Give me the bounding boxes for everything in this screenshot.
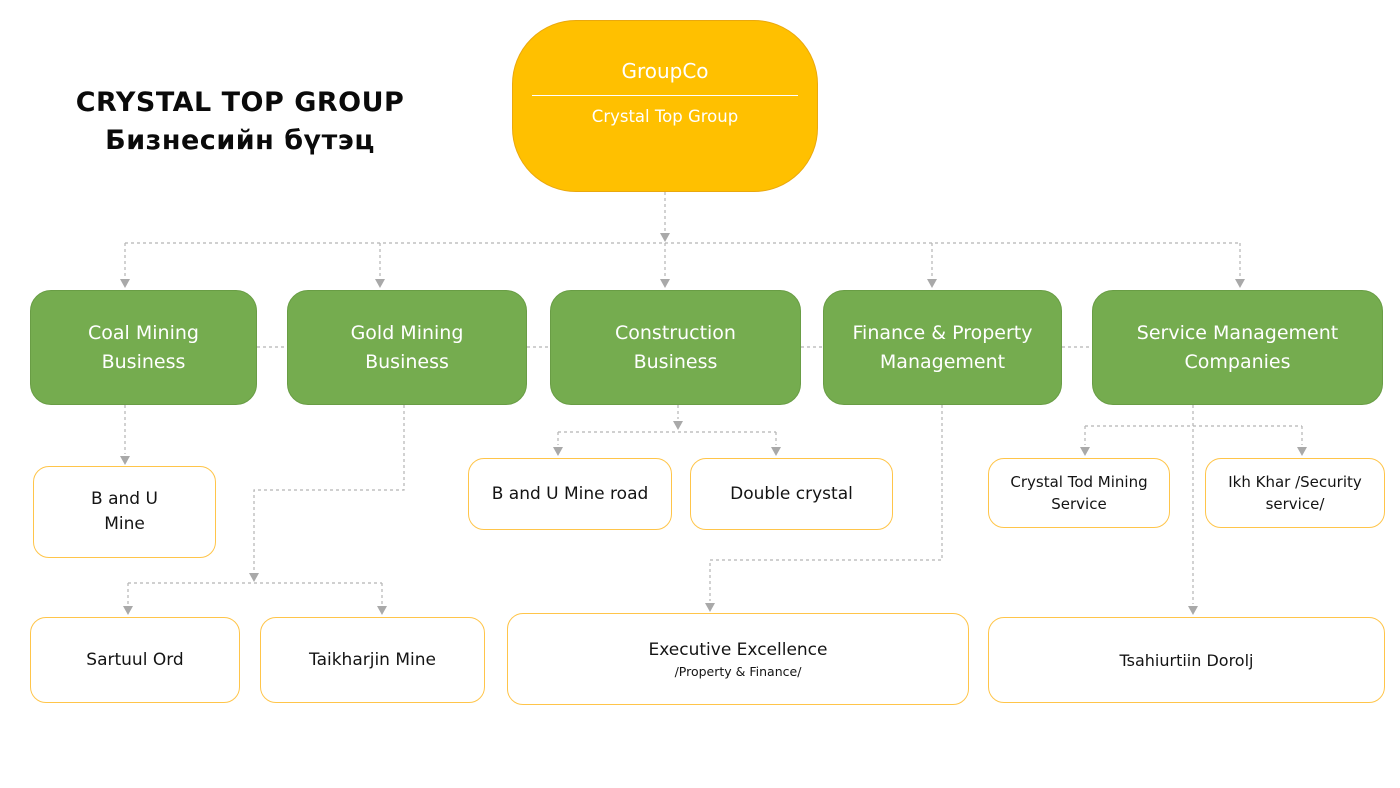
node-b-and-u-mine: B and U Mine — [33, 466, 216, 558]
node-taikharjin-mine: Taikharjin Mine — [260, 617, 485, 703]
coal-mining-label: Coal Mining Business — [88, 321, 199, 373]
groupco-divider-line — [532, 94, 798, 96]
node-coal-mining-business: Coal Mining Business — [30, 290, 257, 405]
connector-arrowheads — [120, 233, 1307, 615]
construction-label: Construction Business — [615, 321, 736, 373]
double-crystal-label: Double crystal — [730, 483, 853, 504]
groupco-sublabel: Crystal Top Group — [591, 106, 739, 126]
node-groupco: GroupCo Crystal Top Group — [512, 20, 818, 192]
chart-title: CRYSTAL TOP GROUP Бизнесийн бүтэц — [56, 84, 424, 160]
gold-mining-label: Gold Mining Business — [350, 321, 464, 373]
node-service-management-companies: Service Management Companies — [1092, 290, 1383, 405]
groupco-label: GroupCo — [621, 58, 709, 83]
taikharjin-mine-label: Taikharjin Mine — [309, 649, 436, 670]
executive-excellence-sublabel: /Property & Finance/ — [674, 664, 802, 679]
ikh-khar-label: Ikh Khar /Security service/ — [1228, 473, 1362, 513]
tsahiurtiin-dorolj-label: Tsahiurtiin Dorolj — [1119, 650, 1254, 670]
node-sartuul-ord: Sartuul Ord — [30, 617, 240, 703]
node-construction-business: Construction Business — [550, 290, 801, 405]
service-management-label: Service Management Companies — [1136, 321, 1339, 373]
chart-title-line1: CRYSTAL TOP GROUP — [75, 87, 405, 118]
node-double-crystal: Double crystal — [690, 458, 893, 530]
crystal-tod-label: Crystal Tod Mining Service — [1010, 473, 1148, 513]
executive-excellence-label: Executive Excellence — [648, 640, 828, 660]
dashed-connector-lines — [124, 192, 1303, 604]
sartuul-ord-label: Sartuul Ord — [86, 649, 184, 670]
node-finance-property-management: Finance & Property Management — [823, 290, 1062, 405]
finance-property-label: Finance & Property Management — [852, 321, 1033, 373]
node-tsahiurtiin-dorolj: Tsahiurtiin Dorolj — [988, 617, 1385, 703]
node-b-and-u-mine-road: B and U Mine road — [468, 458, 672, 530]
node-ikh-khar-security-service: Ikh Khar /Security service/ — [1205, 458, 1385, 528]
node-gold-mining-business: Gold Mining Business — [287, 290, 527, 405]
node-crystal-tod-mining-service: Crystal Tod Mining Service — [988, 458, 1170, 528]
chart-title-line2: Бизнесийн бүтэц — [105, 125, 375, 156]
b-and-u-mine-road-label: B and U Mine road — [491, 483, 649, 504]
node-executive-excellence: Executive Excellence /Property & Finance… — [507, 613, 969, 705]
b-and-u-mine-label: B and U Mine — [91, 489, 158, 534]
